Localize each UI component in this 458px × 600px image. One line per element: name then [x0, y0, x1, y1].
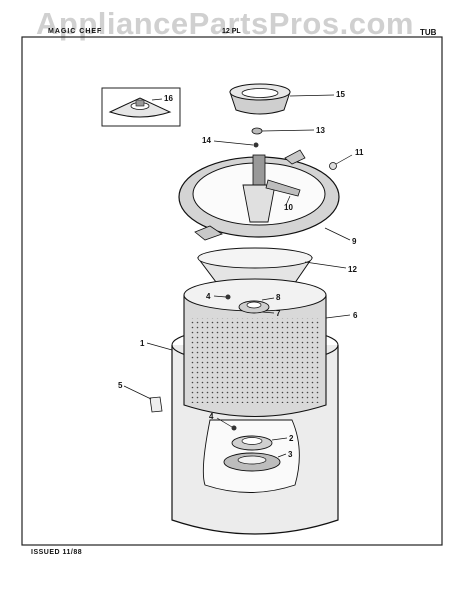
callout-4-lower: 4 — [209, 412, 214, 421]
callout-16: 16 — [164, 94, 173, 103]
callout-15: 15 — [336, 90, 345, 99]
part-6-basket — [183, 278, 351, 417]
part-5-label — [123, 385, 163, 413]
issued-date: ISSUED 11/88 — [31, 549, 83, 556]
callout-14: 14 — [202, 136, 211, 145]
callout-5: 5 — [118, 381, 123, 390]
part-15-agitator-cap — [229, 83, 335, 115]
part-11-clip — [329, 154, 353, 170]
part-7-part-8-hub — [213, 294, 275, 314]
callout-12: 12 — [348, 265, 357, 274]
page-frame — [21, 36, 443, 546]
callout-7: 7 — [276, 309, 281, 318]
callout-13: 13 — [316, 126, 325, 135]
part-2-part-3-seal — [216, 417, 288, 472]
callout-1: 1 — [140, 339, 145, 348]
callout-6: 6 — [353, 311, 358, 320]
callout-4-upper: 4 — [206, 292, 211, 301]
callout-3: 3 — [288, 450, 293, 459]
watermark: AppliancePartsPros.com — [36, 6, 414, 41]
callout-10: 10 — [284, 203, 293, 212]
callout-8: 8 — [276, 293, 281, 302]
header-model: 12 PL — [222, 28, 241, 35]
agitator-shaft — [242, 154, 301, 223]
inset-part-16 — [101, 87, 181, 127]
callout-9: 9 — [352, 237, 357, 246]
callout-2: 2 — [289, 434, 294, 443]
header-brand: MAGIC CHEF — [48, 28, 103, 35]
callout-11: 11 — [355, 148, 364, 157]
part-13-part-14-fasteners — [213, 127, 315, 148]
header-section-title: TUB — [420, 28, 437, 37]
